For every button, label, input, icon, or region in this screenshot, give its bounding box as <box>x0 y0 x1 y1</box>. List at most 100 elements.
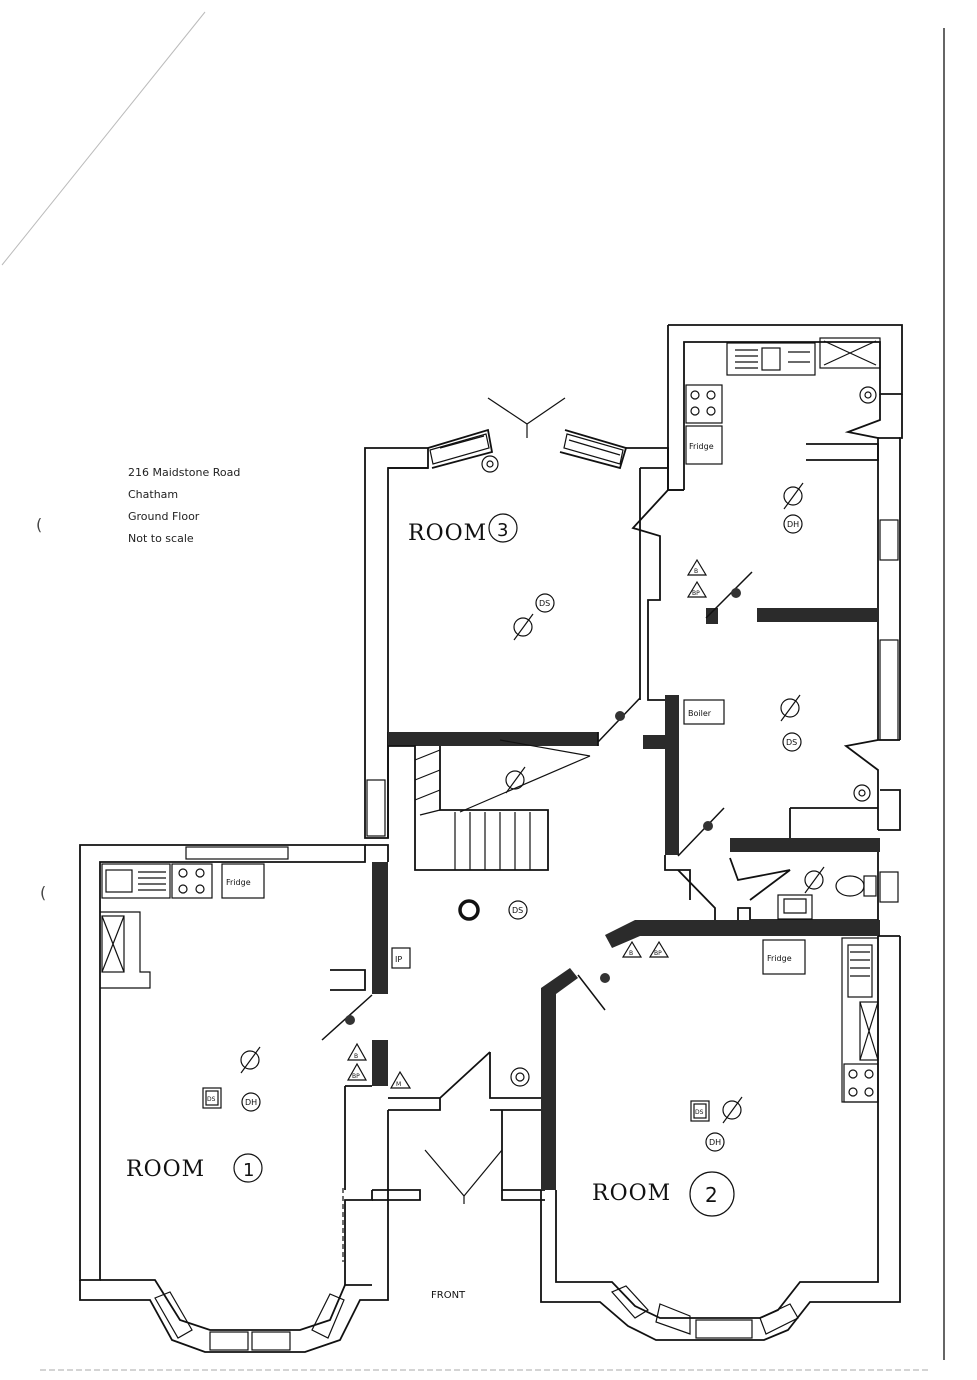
bathroom-door-frame <box>677 857 791 920</box>
room2-ds-badge: DS <box>690 1100 710 1122</box>
address-line-street: 216 Maidstone Road <box>128 466 241 479</box>
stair-light-fitting <box>505 766 526 794</box>
svg-text:B: B <box>629 950 633 957</box>
svg-text:DH: DH <box>787 520 799 529</box>
room3-walls <box>364 428 684 839</box>
boiler-wall <box>665 695 679 855</box>
room3-light-fitting <box>513 613 534 641</box>
svg-text:DH: DH <box>245 1098 257 1107</box>
bathroom-toilet <box>835 875 877 897</box>
front-entrance <box>372 1110 545 1285</box>
svg-text:BP: BP <box>692 590 700 597</box>
internal-wall-kitchen-small <box>757 608 879 622</box>
room2-walls <box>540 935 901 1341</box>
kitchen-window-top <box>819 337 881 369</box>
bathroom-door-knob <box>703 821 713 831</box>
room2-number-circle <box>689 1171 735 1217</box>
svg-text:DS: DS <box>786 738 797 747</box>
room1-light-fitting <box>240 1046 261 1074</box>
room1-hob <box>171 863 213 899</box>
room1-fridge: Fridge <box>221 863 265 899</box>
hall-switch-bp: BP <box>686 580 708 598</box>
room2-bay-window <box>611 1285 799 1339</box>
svg-text:DH: DH <box>709 1138 721 1147</box>
svg-text:IP: IP <box>395 955 402 964</box>
margin-mark-1: ( <box>36 515 42 534</box>
scan-diagonal-mark <box>1 11 206 266</box>
bathroom-partition <box>789 807 878 838</box>
staircase <box>388 739 591 871</box>
small-room-smoke-detector <box>853 784 871 802</box>
kitchen-walls <box>631 324 903 740</box>
kitchen-sink-unit <box>726 342 816 376</box>
bathroom-wall-top <box>730 838 880 852</box>
svg-text:BP: BP <box>352 1073 360 1080</box>
room3-label: ROOM <box>408 521 487 546</box>
svg-text:Boiler: Boiler <box>688 709 712 718</box>
address-note: 216 Maidstone Road Chatham Ground Floor … <box>128 462 240 550</box>
hall-wall-right <box>605 920 880 948</box>
room2-hob <box>843 1063 879 1103</box>
room2-door <box>577 974 606 1011</box>
room2-fridge: Fridge <box>762 939 806 975</box>
address-line-scale: Not to scale <box>128 532 194 545</box>
room3-number-circle <box>488 513 518 543</box>
room2-number: 2 <box>705 1183 718 1207</box>
svg-text:DS: DS <box>539 599 550 608</box>
svg-text:B: B <box>694 568 698 575</box>
kitchen-light-fitting <box>783 482 804 510</box>
room1-number: 1 <box>243 1160 254 1181</box>
kitchen-fridge: Fridge <box>685 425 723 465</box>
room1-number-circle <box>233 1153 263 1183</box>
room1-walls <box>79 844 389 1353</box>
hall-door-upper <box>705 571 753 619</box>
room1-label: ROOM <box>126 1157 205 1182</box>
svg-text:BP: BP <box>654 950 662 957</box>
svg-text:Fridge: Fridge <box>689 442 714 451</box>
room3-french-doors <box>487 397 566 438</box>
svg-text:Fridge: Fridge <box>767 954 792 963</box>
room1-bay-window <box>154 1291 345 1351</box>
bathroom-door <box>677 807 725 857</box>
hall-switch-b2: B <box>621 940 643 958</box>
room2-wall-left <box>541 968 578 1190</box>
svg-text:DS: DS <box>207 1096 216 1103</box>
small-room-door <box>843 739 900 830</box>
address-line-town: Chatham <box>128 488 179 501</box>
room1-switch-bp: BP <box>346 1062 368 1081</box>
hall-wall-left-lower <box>372 1040 388 1086</box>
room1-sink-unit <box>101 863 171 899</box>
landing-wall <box>643 735 679 749</box>
room1-ds-badge: DS <box>202 1087 222 1109</box>
room1-dh-badge: DH <box>241 1092 261 1112</box>
svg-text:B: B <box>354 1053 358 1060</box>
landing-outline <box>597 600 691 900</box>
small-room-window <box>879 639 899 741</box>
kitchen-smoke-detector <box>859 386 877 404</box>
room2-worktop <box>841 937 879 1103</box>
hall-ceiling-light <box>458 899 480 921</box>
kitchen-dh-badge: DH <box>783 514 803 534</box>
front-label: FRONT <box>431 1290 466 1301</box>
room3-smoke-detector <box>481 455 499 473</box>
room3-window-side <box>366 779 386 837</box>
bathroom-basin <box>777 894 813 920</box>
boiler: Boiler <box>683 699 725 725</box>
room2-dh-badge: DH <box>705 1132 725 1152</box>
intake-panel: IP <box>391 947 411 969</box>
kitchen-hob <box>685 384 723 424</box>
landing-door-knob <box>615 711 625 721</box>
stair-top-wall <box>388 732 598 746</box>
svg-text:DS: DS <box>512 906 523 915</box>
hall-wall-left <box>372 862 388 994</box>
hall-smoke-detector <box>510 1067 530 1087</box>
hall-switch-bp2: BP <box>648 940 670 958</box>
small-room-light-fitting <box>780 694 801 722</box>
bathroom-window <box>879 871 899 903</box>
hall-ds-badge: DS <box>508 900 528 920</box>
svg-text:DS: DS <box>695 1109 704 1116</box>
hall-door-upper-knob <box>731 588 741 598</box>
room1-door-knob <box>345 1015 355 1025</box>
room3-window-left <box>429 433 490 465</box>
